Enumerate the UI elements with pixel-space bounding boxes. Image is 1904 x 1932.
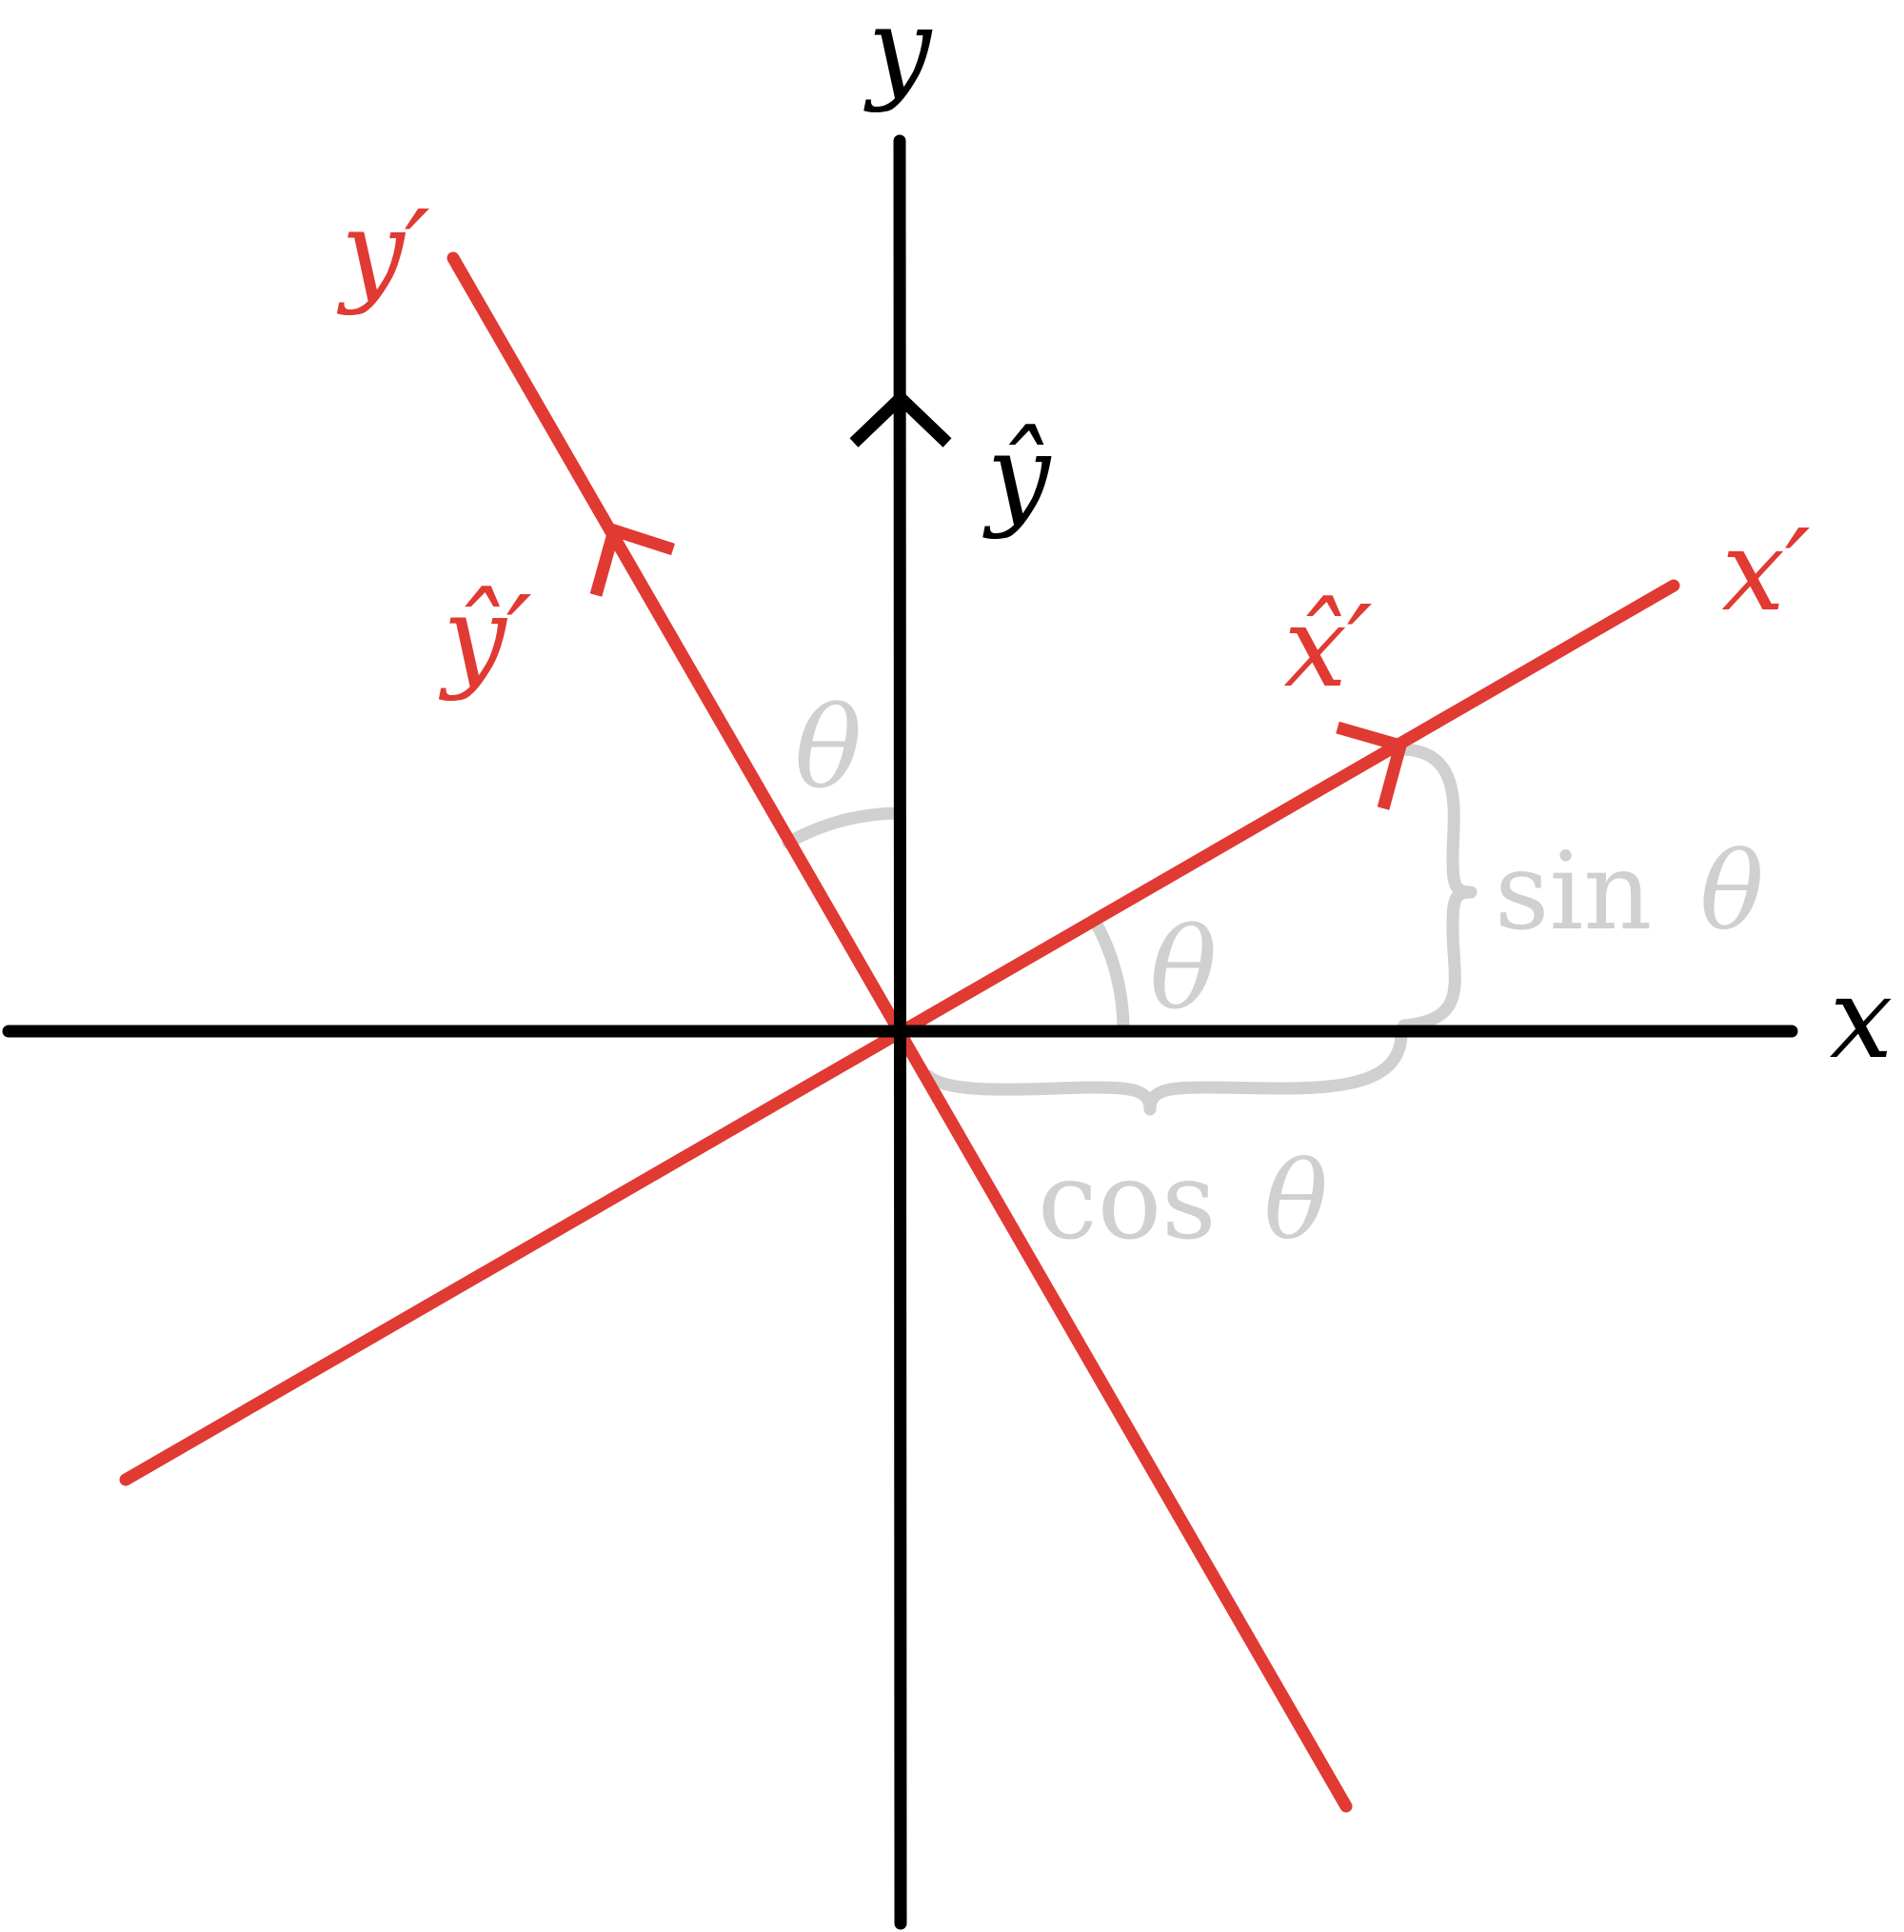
x-prime-axis-label: x′ (1721, 505, 1811, 636)
sin-function-label: sin (1495, 830, 1652, 954)
angle-arc-x-xprime (1088, 914, 1130, 1038)
annotation-group (782, 743, 1478, 1116)
y-axis-label: y (863, 0, 933, 114)
cos-brace (922, 1028, 1408, 1116)
sin-brace (1398, 743, 1478, 1032)
cos-theta-label: cos θ (1038, 1140, 1328, 1264)
angle-arc-y-yprime (782, 807, 906, 849)
y-prime-hat-label: ŷ′ (438, 571, 532, 703)
y-hat-label: ŷ (982, 409, 1052, 541)
sin-theta-label: sin θ (1495, 830, 1764, 954)
x-prime-hat-arrowhead (1336, 721, 1408, 810)
y-prime-axis-label: y′ (336, 186, 430, 317)
theta-label-right: θ (1149, 903, 1217, 1034)
cos-argument-label: θ (1264, 1140, 1328, 1264)
theta-label-top: θ (794, 682, 862, 813)
y-axis-line (893, 134, 907, 1930)
y-prime-hat-arrowhead (589, 522, 675, 597)
x-axis-label: x (1830, 952, 1894, 1084)
standard-axes (2, 134, 1798, 1930)
x-prime-hat-label: x̂′ (1283, 581, 1373, 712)
y-hat-arrowhead (849, 388, 952, 448)
sin-argument-label: θ (1699, 830, 1763, 954)
cos-function-label: cos (1038, 1140, 1217, 1264)
rotated-arrowheads (589, 522, 1408, 810)
